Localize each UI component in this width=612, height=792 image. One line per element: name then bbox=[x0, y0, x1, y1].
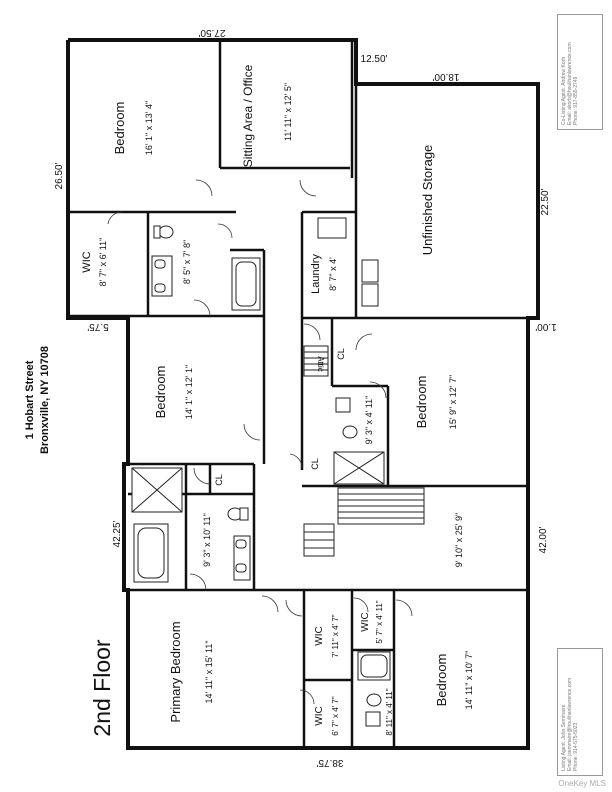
room-size-bath-2: 9' 3" x 4' 11" bbox=[364, 396, 374, 445]
room-name-bedroom-top: Bedroom bbox=[112, 102, 127, 155]
room-name-wic-1: WIC bbox=[81, 251, 93, 272]
dimension-22-50: 22.50' bbox=[540, 188, 551, 215]
room-size-bath-1: 8' 5" x 7' 8" bbox=[182, 240, 192, 284]
room-size-wic-1: 8' 7" x 6' 11" bbox=[98, 238, 108, 287]
dimension-26-50: 26.50' bbox=[54, 162, 65, 189]
room-name-primary-bedroom: Primary Bedroom bbox=[168, 621, 183, 722]
room-size-primary-bedroom: 14' 11" x 15' 11" bbox=[204, 640, 214, 703]
closet-label-2: CL bbox=[310, 458, 320, 470]
room-name-bedroom-mid: Bedroom bbox=[153, 366, 168, 419]
room-size-bedroom-right: 15' 9" x 12' 7" bbox=[448, 375, 458, 429]
staircase bbox=[303, 487, 425, 557]
room-name-wic-3: WIC bbox=[314, 706, 325, 725]
listing-agent-phone: Phone: 914-575-5023 bbox=[573, 722, 579, 771]
dimension-27-50: 27.50' bbox=[198, 27, 225, 38]
exterior-walls bbox=[66, 38, 540, 750]
co-listing-agent-box: Co-Listing Agent: Andrew Korb Email: ako… bbox=[557, 14, 603, 130]
address-street: 1 Hobart Street bbox=[24, 360, 36, 439]
watermark: OneKey MLS bbox=[558, 779, 606, 788]
dimension-18-00: 18.00' bbox=[432, 71, 459, 82]
room-size-hall: 9' 10" x 25' 9" bbox=[454, 513, 464, 567]
room-name-sitting-office: Sitting Area / Office bbox=[241, 64, 255, 167]
room-size-bath-3: 9' 3" x 10' 11" bbox=[202, 513, 212, 567]
doors bbox=[107, 179, 413, 705]
room-size-wic-4: 5' 7" x 4' 11" bbox=[375, 600, 384, 643]
co-listing-agent-phone: Phone: 917-855-2749 bbox=[573, 76, 579, 125]
attic-stairs bbox=[303, 345, 329, 377]
room-size-bath-4: 8' 11" x 4' 11" bbox=[385, 688, 394, 735]
room-size-bedroom-mid: 14' 1" x 12' 1" bbox=[184, 365, 194, 419]
interior-walls bbox=[68, 40, 528, 748]
dimension-5-75: 5.75' bbox=[87, 321, 108, 332]
room-size-laundry: 8' 7" x 4' bbox=[328, 257, 338, 291]
room-size-wic-2: 7' 11" x 4' 7" bbox=[331, 614, 340, 657]
dimension-1-00: 1.00' bbox=[535, 321, 556, 332]
floor-label: 2nd Floor bbox=[89, 639, 115, 737]
dimension-38-75: 38.75' bbox=[316, 757, 343, 768]
dimension-42-25: 42.25' bbox=[112, 520, 123, 547]
room-size-wic-3: 6' 7" x 4' 7" bbox=[331, 696, 340, 736]
fixtures bbox=[131, 217, 391, 727]
room-size-bedroom-bottom: 14' 11" x 10' 7" bbox=[464, 651, 474, 710]
address-city: Bronxville, NY 10708 bbox=[39, 346, 51, 454]
room-name-wic-4: WIC bbox=[360, 612, 371, 631]
listing-agent-box: Listing Agent: John Semmaire Email: jsem… bbox=[557, 648, 603, 776]
room-name-unfinished-storage: Unfinished Storage bbox=[420, 145, 435, 256]
room-name-bedroom-right: Bedroom bbox=[414, 376, 429, 429]
dimension-12-50: 12.50' bbox=[361, 54, 388, 65]
room-name-laundry: Laundry bbox=[310, 254, 322, 294]
dimension-42-00: 42.00' bbox=[538, 526, 549, 553]
room-name-bedroom-bottom: Bedroom bbox=[434, 654, 449, 707]
room-size-sitting-office: 11' 11" x 12' 5" bbox=[283, 83, 293, 141]
closet-label-3: CL bbox=[214, 474, 224, 486]
room-name-wic-2: WIC bbox=[314, 626, 325, 645]
closet-label-1: CL bbox=[336, 348, 346, 360]
attic-label: Attic bbox=[316, 356, 325, 372]
room-size-bedroom-top: 16' 1" x 13' 4" bbox=[144, 101, 154, 155]
